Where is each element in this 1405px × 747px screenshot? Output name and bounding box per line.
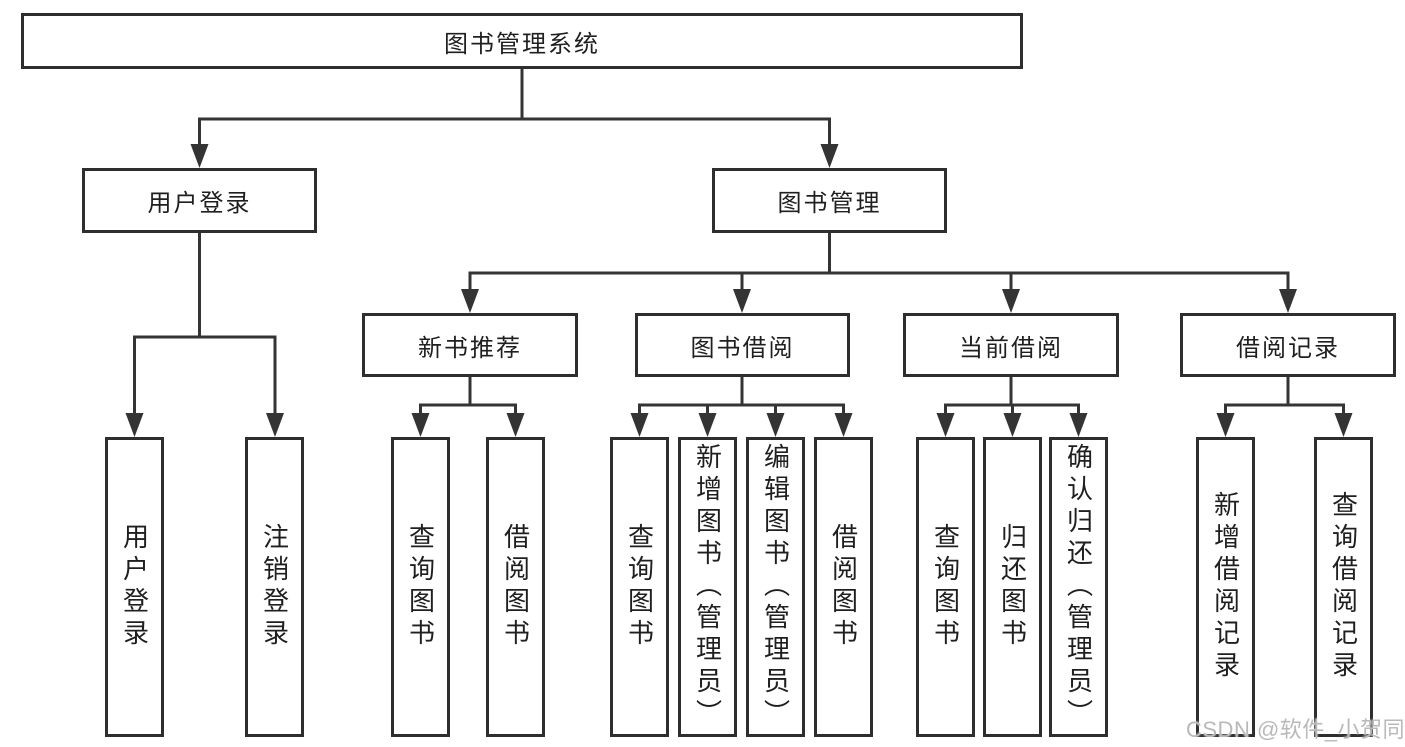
leaf-query-borrow-record: 查询借阅记录	[1314, 437, 1373, 737]
leaf-return-book: 归还图书	[983, 437, 1042, 737]
connector-current-borrow-to-leaves	[936, 376, 1088, 437]
connector-user-login-to-leaves	[125, 233, 284, 437]
leaf-add-borrow-record: 新增借阅记录	[1196, 437, 1255, 737]
leaf-edit-book-admin: 编辑图书（管理员）	[746, 437, 805, 737]
csdn-watermark: CSDN @软件_小贺同学	[1186, 717, 1405, 742]
node-book-borrow: 图书借阅	[635, 313, 850, 377]
node-user-login: 用户登录	[82, 168, 317, 233]
leaf-logout: 注销登录	[245, 437, 304, 737]
node-root: 图书管理系统	[21, 13, 1023, 69]
leaf-query-book-recommend: 查询图书	[391, 437, 450, 737]
leaf-borrow-book: 借阅图书	[814, 437, 873, 737]
node-borrow-record: 借阅记录	[1180, 313, 1396, 377]
connector-book-borrow-to-leaves	[630, 377, 853, 437]
connector-book-mgmt-to-level3	[461, 233, 1297, 313]
leaf-query-book-borrow: 查询图书	[610, 437, 669, 737]
leaf-user-login: 用户登录	[105, 437, 164, 737]
node-book-management: 图书管理	[712, 168, 947, 233]
leaf-query-book-current: 查询图书	[916, 437, 975, 737]
leaf-confirm-return-admin: 确认归还（管理员）	[1049, 437, 1108, 737]
node-current-borrow: 当前借阅	[903, 313, 1119, 377]
leaf-add-book-admin: 新增图书（管理员）	[678, 437, 737, 737]
connector-borrow-record-to-leaves	[1216, 377, 1353, 437]
connector-new-book-to-leaves	[411, 377, 525, 437]
node-new-book-recommend: 新书推荐	[362, 313, 578, 377]
leaf-borrow-book-recommend: 借阅图书	[486, 437, 545, 737]
connector-root-to-level2	[190, 69, 839, 168]
